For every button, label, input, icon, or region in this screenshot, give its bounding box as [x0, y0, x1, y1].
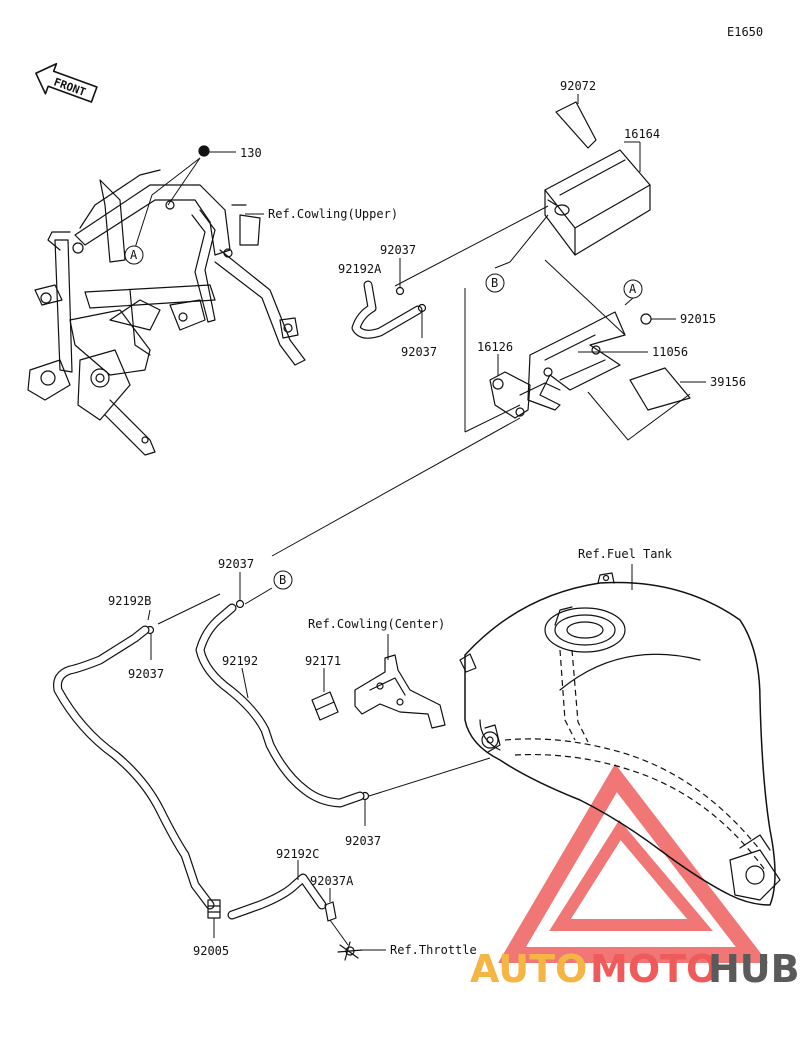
marker-b-top: B	[485, 273, 505, 293]
callout-92005[interactable]: 92005	[193, 944, 229, 958]
cowling-center-bracket	[354, 654, 446, 729]
clamp-92171	[311, 691, 339, 721]
callout-16126[interactable]: 16126	[477, 340, 513, 354]
canister	[544, 149, 651, 256]
label-39156	[629, 367, 691, 411]
watermark-auto: AUTO	[470, 947, 587, 991]
callout-92037A[interactable]: 92037A	[310, 874, 354, 888]
callout-92192C[interactable]: 92192C	[276, 847, 319, 861]
svg-text:B: B	[491, 276, 498, 290]
watermark	[498, 763, 769, 963]
hose-92192A	[351, 280, 423, 339]
bracket-11056	[527, 311, 626, 411]
front-label: FRONT	[52, 75, 88, 99]
callout-130[interactable]: 130	[240, 146, 262, 160]
callout-92015[interactable]: 92015	[680, 312, 716, 326]
watermark-moto: MOTO	[590, 947, 718, 991]
ref-throttle[interactable]: Ref.Throttle	[390, 943, 477, 957]
callout-92037-mid[interactable]: 92037	[401, 345, 437, 359]
callout-39156[interactable]: 39156	[710, 375, 746, 389]
callout-92072[interactable]: 92072	[560, 79, 596, 93]
svg-text:B: B	[279, 573, 286, 587]
hose-92192C	[227, 873, 327, 920]
callout-92037-b[interactable]: 92037	[128, 667, 164, 681]
bolt-icon	[198, 145, 210, 157]
ref-cowling-center[interactable]: Ref.Cowling(Center)	[308, 617, 445, 631]
callout-16164[interactable]: 16164	[624, 127, 660, 141]
callout-92192[interactable]: 92192	[222, 654, 258, 668]
hose-92192B	[53, 625, 215, 910]
watermark-hub: HUB	[708, 947, 800, 991]
clip-icon	[395, 286, 427, 313]
svg-text:A: A	[130, 248, 138, 262]
hose-92192	[195, 603, 365, 808]
marker-a-right: A	[623, 279, 643, 299]
frame-subassembly	[27, 146, 306, 456]
ref-cowling-upper[interactable]: Ref.Cowling(Upper)	[268, 207, 398, 221]
callout-92037-left[interactable]: 92037	[218, 557, 254, 571]
marker-b-low: B	[273, 570, 293, 590]
throttle-fitting	[337, 941, 363, 961]
callout-11056[interactable]: 11056	[652, 345, 688, 359]
callout-92192A[interactable]: 92192A	[338, 262, 382, 276]
diagram-code: E1650	[727, 25, 763, 39]
ref-fuel-tank[interactable]: Ref.Fuel Tank	[578, 547, 673, 561]
fuel-tank	[459, 572, 781, 906]
nut-icon	[640, 313, 652, 325]
clip-icon	[324, 901, 337, 922]
watermark-logo: AUTO MOTO HUB	[470, 947, 800, 991]
callout-92192B[interactable]: 92192B	[108, 594, 151, 608]
marker-a-left: A	[124, 245, 144, 265]
front-arrow-icon: FRONT	[35, 62, 98, 103]
valve-16126	[489, 371, 561, 419]
svg-text:A: A	[629, 282, 637, 296]
fitting-92005	[207, 899, 221, 919]
callout-92171[interactable]: 92171	[305, 654, 341, 668]
callout-92037-top[interactable]: 92037	[380, 243, 416, 257]
callout-92037-low[interactable]: 92037	[345, 834, 381, 848]
watermark-triangle-inner	[549, 819, 713, 931]
canister-strap	[555, 101, 597, 149]
